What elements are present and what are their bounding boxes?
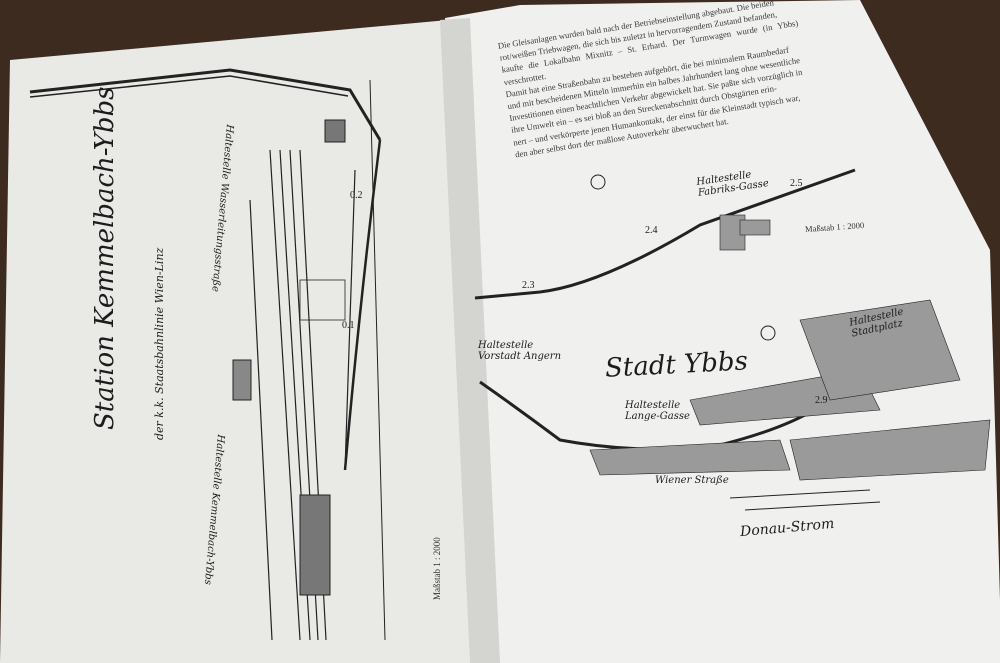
left-scale: Maßstab 1 : 2000 — [432, 537, 442, 600]
km-marker: 0.1 — [342, 320, 355, 331]
right-page — [445, 0, 1000, 663]
street-label: Wiener Straße — [655, 475, 729, 486]
km-marker: 2.3 — [522, 280, 535, 291]
km-marker: 2.9 — [815, 395, 828, 406]
station-map-subtitle: der k.k. Staatsbahnlinie Wien-Linz — [153, 247, 166, 440]
km-marker: 2.4 — [645, 225, 658, 236]
km-marker: 2.5 — [790, 178, 803, 189]
km-marker: 0.2 — [350, 190, 363, 201]
left-page — [0, 18, 500, 663]
town-map — [474, 168, 991, 511]
station-map — [29, 68, 386, 641]
station-map-title: Station Kemmelbach-Ybbs — [90, 86, 120, 430]
gutter-shadow — [440, 18, 500, 663]
